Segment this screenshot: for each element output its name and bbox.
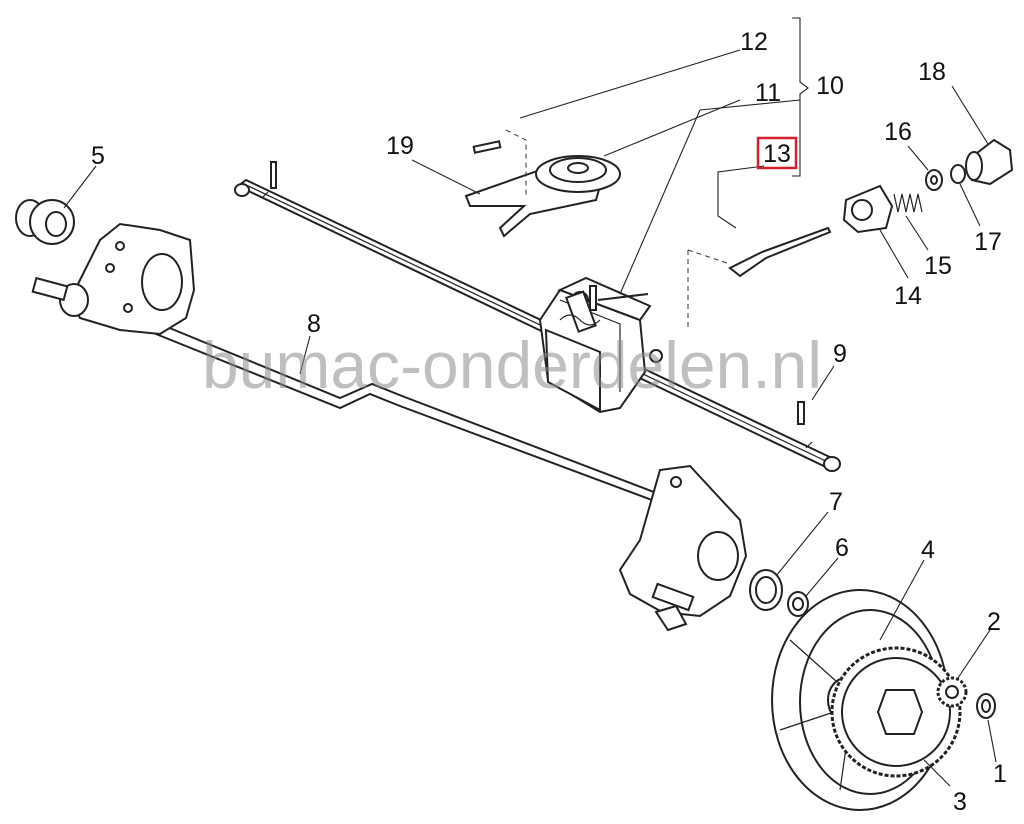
pulley-and-belt: [464, 155, 621, 238]
left-bracket: [31, 222, 196, 336]
part-label-13: 13: [763, 140, 791, 168]
part-label-2: 2: [987, 608, 1001, 636]
part-label-4: 4: [921, 536, 935, 564]
part-label-5: 5: [91, 142, 105, 170]
highlight-box-13: [756, 136, 798, 170]
right-bracket: [618, 464, 748, 632]
gearbox: [538, 276, 663, 414]
part-label-19: 19: [386, 132, 414, 160]
gear-2: [936, 676, 968, 708]
cap-18: [965, 138, 1014, 186]
spring-15: [893, 193, 923, 213]
part-label-17: 17: [974, 228, 1002, 256]
lever-13: [728, 226, 832, 278]
part-label-15: 15: [924, 252, 952, 280]
part-label-1: 1: [993, 760, 1007, 788]
washer-6: [787, 591, 809, 617]
shaft-pin-top: [270, 161, 277, 189]
bracket-14: [842, 184, 894, 234]
pin-9: [797, 401, 805, 425]
ring-1: [976, 693, 996, 719]
small-gear: [15, 199, 75, 245]
leader-lines: [63, 49, 997, 787]
part-label-9: 9: [833, 340, 847, 368]
washer-16: [925, 169, 943, 191]
part-label-18: 18: [918, 58, 946, 86]
part-label-12: 12: [740, 28, 768, 56]
pin-12: [472, 140, 502, 154]
part-label-8: 8: [307, 310, 321, 338]
part-labels: 12 11 10 13 19 5 18 16 17 15 14 8 9 7 6 …: [91, 28, 1007, 816]
part-label-16: 16: [884, 118, 912, 146]
drive-shaft: [234, 178, 841, 472]
watermark-text: bumac-onderdelen.nl: [202, 328, 822, 402]
bearing-7: [749, 569, 783, 611]
nut-17: [950, 164, 966, 184]
part-label-11: 11: [755, 79, 781, 107]
part-label-6: 6: [835, 534, 849, 562]
dashed-guides: [505, 129, 731, 330]
part-label-7: 7: [829, 488, 843, 516]
part-label-10: 10: [816, 72, 844, 100]
part-label-14: 14: [894, 282, 922, 310]
group-brace-10: [792, 17, 809, 177]
gear-3: [830, 646, 962, 778]
part-label-3: 3: [953, 788, 967, 816]
